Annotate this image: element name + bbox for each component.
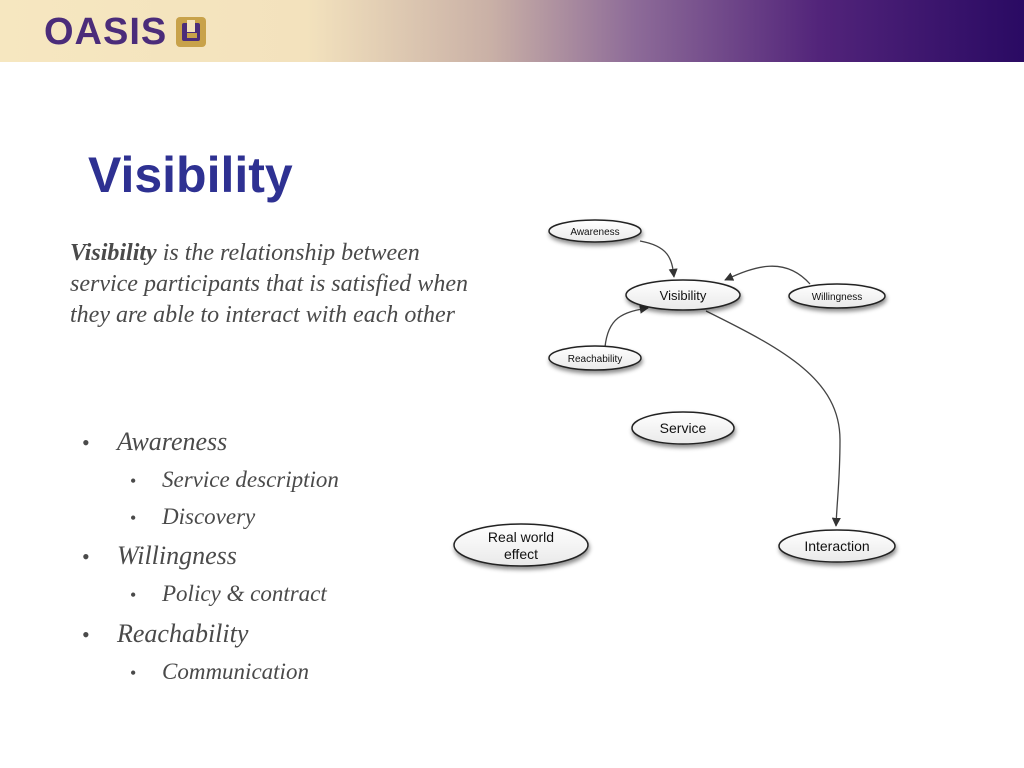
node-real-world-effect-label-line2: effect (504, 546, 538, 562)
edge-visibility-interaction (705, 310, 841, 527)
node-willingness-label: Willingness (812, 292, 863, 303)
bullet-dot: • (82, 430, 90, 455)
bullet-dot: • (82, 544, 90, 569)
node-reachability-label: Reachability (568, 354, 622, 365)
node-interaction-label: Interaction (804, 538, 869, 554)
bullet-dot: • (130, 471, 137, 491)
oasis-logo[interactable]: OASIS (44, 10, 207, 54)
header-band: OASIS (0, 0, 1024, 62)
oasis-logo-mark-icon (176, 17, 207, 47)
node-willingness: Willingness (788, 283, 886, 309)
node-service: Service (631, 411, 735, 445)
sub-bullet-communication: Communication (162, 659, 309, 684)
bullet-dot: • (130, 585, 137, 605)
node-awareness-label: Awareness (570, 227, 619, 238)
node-interaction: Interaction (778, 529, 896, 563)
node-awareness: Awareness (548, 219, 642, 243)
logo-text: OASIS (44, 11, 168, 53)
definition-term: Visibility (70, 240, 157, 266)
sub-bullet-service-description: Service description (162, 467, 339, 492)
node-service-label: Service (660, 420, 707, 436)
edge-willingness-visibility (724, 265, 811, 285)
sub-bullet-policy-contract: Policy & contract (162, 581, 327, 606)
bullet-awareness: Awareness (117, 427, 228, 456)
bullet-willingness: Willingness (117, 541, 237, 570)
sub-bullet-discovery: Discovery (162, 504, 256, 529)
node-real-world-effect: Real world effect (453, 523, 589, 567)
bullet-dot: • (82, 622, 90, 647)
slide-title: Visibility (88, 147, 293, 203)
node-real-world-effect-label-line1: Real world (488, 529, 554, 545)
bullet-dot: • (130, 508, 137, 528)
definition-text: Visibility is the relationship between s… (70, 238, 490, 331)
edge-reachability-visibility (604, 304, 649, 348)
bullet-reachability: Reachability (117, 619, 249, 648)
definition-body: is the relationship between service part… (70, 240, 468, 328)
node-visibility-label: Visibility (660, 288, 707, 303)
node-visibility: Visibility (625, 279, 741, 311)
node-reachability: Reachability (548, 345, 642, 371)
edge-awareness-visibility (639, 240, 678, 278)
bullet-dot: • (130, 663, 137, 683)
